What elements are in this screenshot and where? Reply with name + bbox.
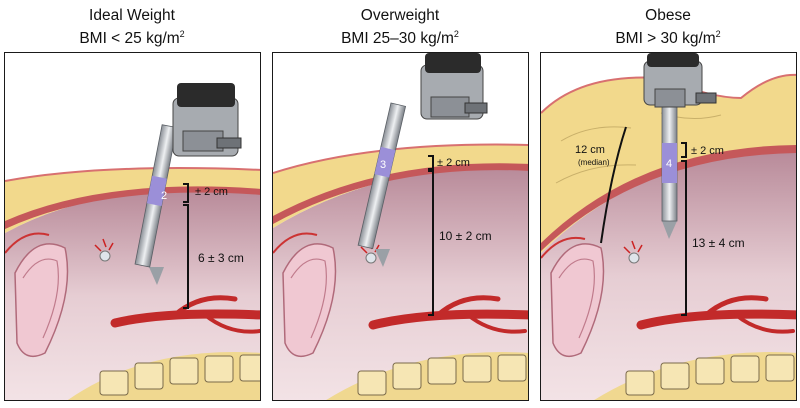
- header-ideal-weight: Ideal Weight BMI < 25 kg/m2: [0, 6, 264, 48]
- ovary: [100, 251, 110, 261]
- trocar-number: 2: [161, 190, 167, 202]
- panel-obese: 4 12 cm (median) ± 2 cm 13 ± 4 cm: [540, 52, 797, 401]
- header-obese: Obese BMI > 30 kg/m2: [536, 6, 800, 48]
- trocar-number: 4: [666, 158, 672, 170]
- ovary: [366, 253, 376, 263]
- illustration-obese: 4 12 cm (median) ± 2 cm 13 ± 4 cm: [541, 53, 797, 401]
- wall-thickness-label: ± 2 cm: [195, 186, 228, 198]
- fat-thickness-label: 12 cm: [575, 144, 605, 156]
- ovary: [629, 253, 639, 263]
- wall-thickness-label: ± 2 cm: [437, 157, 470, 169]
- panel-title: Obese: [536, 6, 800, 25]
- wall-thickness-label: ± 2 cm: [691, 145, 724, 157]
- bmi-range: BMI > 30 kg/m2: [536, 25, 800, 48]
- depth-label: 6 ± 3 cm: [198, 251, 244, 265]
- panel-ideal-weight: 2 ± 2 cm 6 ± 3 cm: [4, 52, 261, 401]
- bmi-range: BMI < 25 kg/m2: [0, 25, 264, 48]
- illustration-overweight: 3 ± 2 cm 10 ± 2 cm: [273, 53, 529, 401]
- fat-thickness-note: (median): [578, 158, 610, 167]
- depth-label: 10 ± 2 cm: [439, 229, 492, 243]
- panel-title: Overweight: [268, 6, 532, 25]
- header-overweight: Overweight BMI 25–30 kg/m2: [268, 6, 532, 48]
- panel-overweight: 3 ± 2 cm 10 ± 2 cm: [272, 52, 529, 401]
- illustration-ideal: 2 ± 2 cm 6 ± 3 cm: [5, 53, 261, 401]
- panel-title: Ideal Weight: [0, 6, 264, 25]
- bmi-range: BMI 25–30 kg/m2: [268, 25, 532, 48]
- trocar-number: 3: [380, 159, 386, 171]
- depth-label: 13 ± 4 cm: [692, 236, 745, 250]
